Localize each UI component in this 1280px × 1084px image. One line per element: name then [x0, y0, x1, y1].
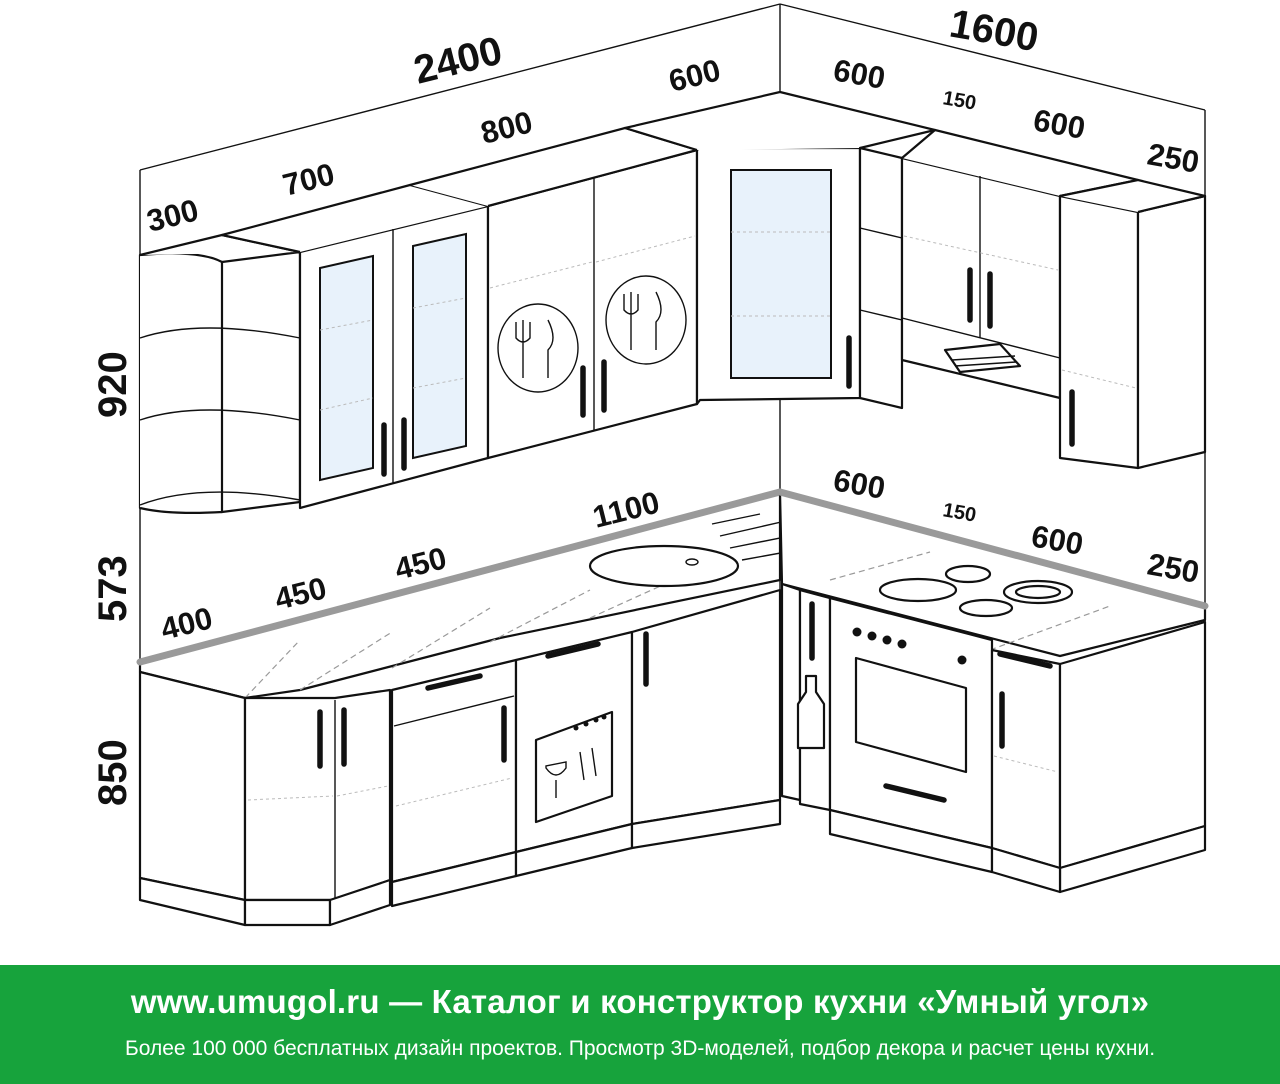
- base-oven-cabinet: [828, 596, 994, 874]
- hood-icon: [943, 342, 1022, 374]
- base-dishwasher: [514, 630, 634, 878]
- dim-upper-600-left: 600: [665, 52, 724, 98]
- plate-fork-icon: [515, 291, 662, 378]
- footer-subtitle: Более 100 000 бесплатных дизайн проектов…: [124, 1037, 1156, 1060]
- base-end-cabinet: [990, 620, 1207, 894]
- kitchen-diagram: 2400 1600 600 300 700 800 600 600 150 60…: [91, 2, 1209, 927]
- dim-base-450-a: 450: [271, 570, 330, 616]
- upper-corner-shelf: [138, 233, 302, 514]
- dim-height-850: 850: [91, 739, 135, 806]
- dim-base-400: 400: [157, 600, 216, 646]
- dim-upper-total-right: 1600: [946, 2, 1041, 61]
- sink-icon: [588, 544, 740, 588]
- dim-base-150: 150: [941, 499, 978, 526]
- dim-upper-800: 800: [477, 104, 536, 150]
- dim-upper-250: 250: [1145, 136, 1202, 179]
- upper-glass-cabinet: [220, 183, 490, 510]
- base-drawer-cabinet: [390, 658, 518, 908]
- countertop-right: [776, 488, 1209, 658]
- dim-base-600-oven: 600: [1029, 518, 1086, 561]
- upper-plate-cabinet: [409, 126, 699, 460]
- footer-title[interactable]: www.umugol.ru — Каталог и конструктор ку…: [130, 983, 1150, 1020]
- upper-end-cabinet: [1058, 178, 1207, 470]
- dim-upper-300: 300: [143, 192, 202, 238]
- base-corner-cabinet: [138, 670, 392, 927]
- dim-height-573: 573: [91, 555, 135, 622]
- base-sink-cabinet: [630, 588, 782, 850]
- dim-upper-150: 150: [941, 87, 978, 114]
- dim-base-250: 250: [1145, 546, 1202, 589]
- upper-hood-cabinet: [900, 128, 1140, 400]
- dim-base-600-corner: 600: [831, 462, 888, 505]
- dim-upper-total-left: 2400: [410, 29, 507, 93]
- base-corner-right: [780, 582, 832, 812]
- dim-upper-700: 700: [279, 156, 338, 202]
- bottle-icon: [796, 674, 826, 750]
- cooktop-icon: [878, 564, 1074, 618]
- dim-upper-600-hood: 600: [1031, 102, 1088, 145]
- dim-upper-600-right: 600: [831, 52, 888, 95]
- dim-height-920: 920: [91, 351, 135, 418]
- oven-window: [854, 656, 968, 774]
- footer-banner: www.umugol.ru — Каталог и конструктор ку…: [0, 965, 1280, 1084]
- upper-side-shelf: [858, 146, 904, 410]
